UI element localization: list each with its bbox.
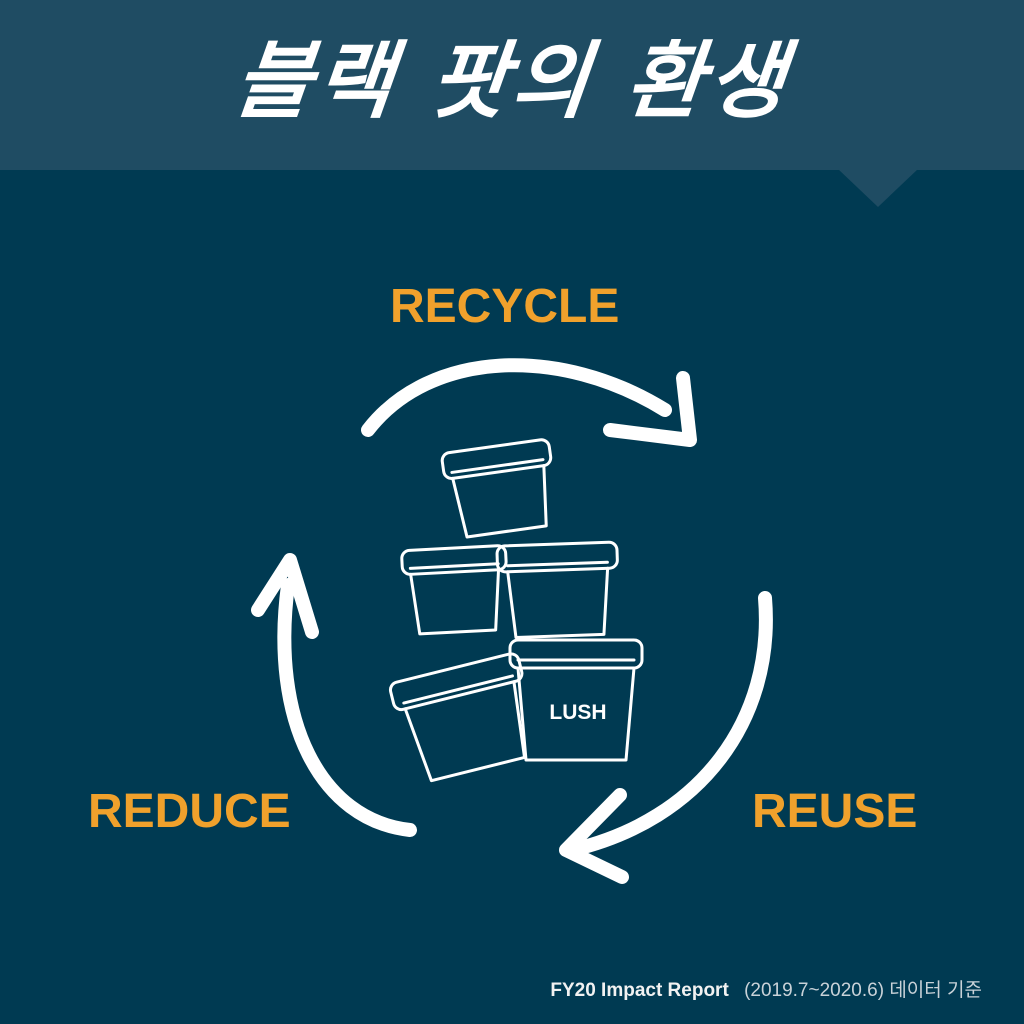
label-reduce: REDUCE xyxy=(88,785,291,838)
banner-pointer xyxy=(838,169,918,207)
label-reuse: REUSE xyxy=(752,785,918,838)
recycle-arrow-icon xyxy=(559,591,773,884)
recycle-arrow-icon xyxy=(361,358,697,447)
pot-brand-label: LUSH xyxy=(549,701,606,724)
recycle-arrow-icon xyxy=(251,553,417,837)
footer-report: FY20 Impact Report xyxy=(550,980,729,1001)
label-recycle: RECYCLE xyxy=(390,280,620,333)
black-pot-icon xyxy=(388,438,644,783)
title-banner xyxy=(0,0,1024,170)
footer-period: (2019.7~2020.6) 데이터 기준 xyxy=(744,980,982,1001)
footer-source: FY20 Impact Report (2019.7~2020.6) 데이터 기… xyxy=(550,978,982,1004)
